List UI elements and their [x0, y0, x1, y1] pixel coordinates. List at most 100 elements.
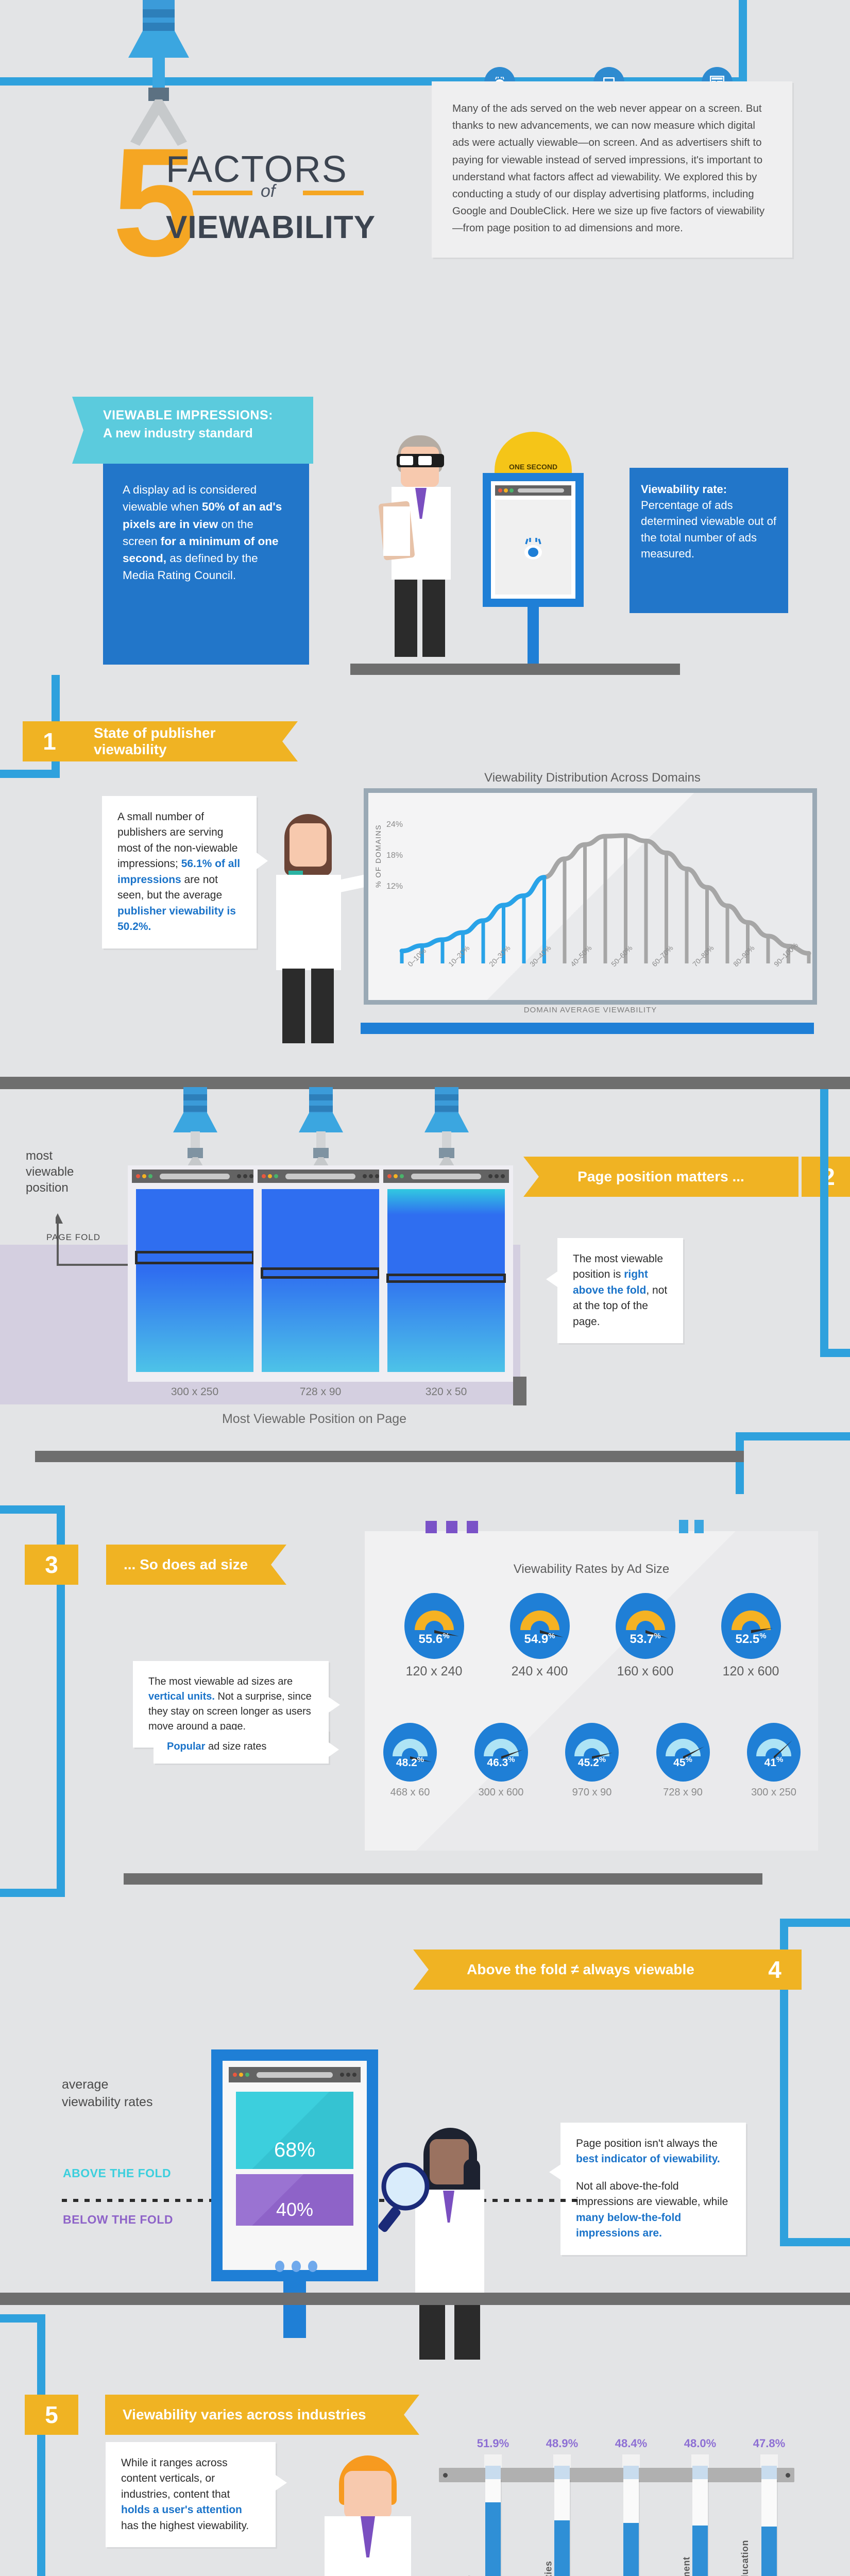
section-5-title: Viewability varies across industries: [105, 2395, 419, 2435]
position-browser-3: [379, 1165, 513, 1382]
chart-1-x-ticks: 0–10%10–20%20–30%30–40%40–50%50–60%60–70…: [392, 941, 819, 998]
gauge-item: 52.5% 120 x 600: [721, 1593, 781, 1679]
s4-callout-mid: Not all above-the-fold impressions are v…: [576, 2180, 728, 2208]
pop-gauge-value-4: 41%: [764, 1755, 784, 1769]
gauge-item: 54.9% 240 x 400: [509, 1593, 570, 1679]
magnifier-icon: [377, 2161, 439, 2241]
connector-line-4b-h: [780, 2238, 850, 2246]
tube-neck: [761, 2466, 777, 2479]
monitor-indicator-dots: [275, 2261, 317, 2272]
ground-bar-2: [0, 1077, 850, 1089]
industry-label: Jobs & Education: [740, 2530, 751, 2576]
hero-title-of: of: [261, 181, 276, 201]
ad-size-panel: [365, 1531, 818, 1851]
rate-title: Viewability rate:: [641, 483, 727, 496]
ground-bar-4: [124, 1873, 762, 1885]
industry-tube-fill: [692, 2526, 708, 2576]
industry-value: 51.9%: [477, 2437, 509, 2450]
section-5-number: 5: [25, 2395, 78, 2435]
chart-2-title: Viewability Rates by Ad Size: [513, 1562, 670, 1576]
tube-neck: [554, 2466, 570, 2479]
pop-gauge-label-0: 468 x 60: [390, 1787, 430, 1798]
connector-line-1-h: [0, 770, 60, 778]
banner-line-2: A new industry standard: [103, 426, 253, 440]
gauge-728x90: 45%: [656, 1723, 710, 1782]
section-4-number: 4: [748, 1950, 802, 1990]
pop-gauge-value-2: 45.2%: [577, 1755, 606, 1769]
ground-bar-5: [0, 2293, 850, 2305]
ad-slot-highlight-1: [135, 1251, 254, 1264]
position-browser-2: [253, 1165, 387, 1382]
gauge-label-0: 120 x 240: [405, 1664, 463, 1679]
industry-tube-fill: [761, 2527, 777, 2576]
intro-text: Many of the ads served on the web never …: [452, 103, 765, 234]
s1-callout-bold-2: publisher viewability is 50.2%.: [117, 905, 236, 933]
stopwatch-label: ONE SECOND: [508, 463, 558, 471]
industry-label: Games: [602, 2530, 613, 2576]
gauge-970x90: 45.2%: [565, 1723, 619, 1782]
industry-value: 48.9%: [546, 2437, 579, 2450]
above-fold-value: 68%: [274, 2139, 316, 2161]
chart-1-y-axis-label: % OF DOMAINS: [374, 824, 382, 888]
s2-callout-post: , not at the top of the page.: [573, 1284, 668, 1328]
panel-clip-blue-1: [679, 1520, 688, 1533]
position-browser-1: [128, 1165, 262, 1382]
gauge-label-1: 240 x 400: [511, 1664, 568, 1679]
average-viewability-label: average viewability rates: [62, 2077, 153, 2109]
page-fold-label: PAGE FOLD: [46, 1232, 101, 1242]
hero-number: 5: [112, 115, 198, 289]
pop-gauge-label-1: 300 x 600: [478, 1787, 524, 1798]
gauge-120x600: 52.5%: [721, 1593, 781, 1659]
section-1-callout-tip: [257, 853, 268, 869]
gauge-468x60: 48.2%: [383, 1723, 437, 1782]
connector-line-3-h: [0, 1505, 65, 1514]
gauge-160x600: 53.7%: [615, 1593, 675, 1659]
below-fold-value: 40%: [276, 2199, 314, 2220]
industry-tube: [485, 2479, 501, 2576]
pop-gauge-label-2: 970 x 90: [572, 1787, 612, 1798]
display-stand: [528, 607, 539, 664]
definition-bold-1: 50% of an ad's pixels are in view: [123, 500, 282, 531]
industry-label: Reference: [464, 2530, 474, 2576]
s5-callout-bold: holds a user's attention: [121, 2504, 242, 2516]
most-viewable-position-label: most viewable position: [26, 1149, 74, 1195]
industry-tube: [554, 2479, 570, 2576]
panel-clip-blue-2: [694, 1520, 704, 1533]
chart-1-x-axis-label: DOMAIN AVERAGE VIEWABILITY: [523, 1006, 657, 1014]
gauge-value-2: 53.7%: [630, 1632, 661, 1646]
s1-callout-pre: A small number of publishers are serving…: [117, 811, 238, 870]
chart-1-frame: [364, 788, 817, 1005]
section-3-title: ... So does ad size: [106, 1545, 286, 1585]
s4-callout-bold-2: many below-the-fold impressions are.: [576, 2211, 682, 2240]
s3-callout-bold: vertical units.: [148, 1691, 215, 1702]
s2-callout-bold: right above the fold: [573, 1268, 648, 1296]
header-accent-line-vertical: [739, 0, 747, 82]
definition-text-1: A display ad is considered viewable when: [123, 483, 257, 514]
chart-1-ytick-18: 18%: [386, 851, 403, 860]
s3-callout-pre: The most viewable ad sizes are: [148, 1676, 293, 1687]
gauge-300x250: 41%: [747, 1723, 801, 1782]
s5-callout-pre: While it ranges across content verticals…: [121, 2457, 230, 2500]
pop-gauge-label-4: 300 x 250: [751, 1787, 796, 1798]
s1-callout-bold-1: 56.1% of all impressions: [117, 858, 241, 886]
browser-chrome-bar-3: [383, 1170, 509, 1183]
ad-size-gauge-row-popular: 48.2% 468 x 60 46.3% 300 x 600 45.2% 970…: [383, 1723, 801, 1799]
industry-rack-row-1: 51.9%48.9%48.4%48.0%47.8% Reference Onli…: [428, 2437, 809, 2576]
section-1-number: 1: [23, 721, 76, 761]
connector-line-5-h: [0, 2314, 45, 2323]
pop-gauge-value-3: 45%: [673, 1755, 692, 1769]
connector-line-2b-v: [736, 1432, 744, 1494]
section-4-callout: Page position isn't always the best indi…: [560, 2123, 746, 2255]
popular-callout-tip: [329, 1742, 339, 1757]
scientist-illustration-3: [378, 2128, 510, 2360]
gauge-240x400: 54.9%: [509, 1593, 570, 1659]
tube-neck: [623, 2466, 639, 2479]
s1-callout-mid: are not seen, but the average: [117, 873, 223, 902]
s5-callout-post: has the highest viewability.: [121, 2519, 249, 2532]
crane-claw-header: [116, 0, 203, 206]
position-size-label-1: 300 x 250: [171, 1386, 219, 1398]
tube-cap: [553, 2454, 571, 2468]
panel-clip-left-3: [467, 1521, 478, 1533]
chart-1-plot: [399, 809, 811, 963]
definition-text-3: as defined by the Media Rating Council.: [123, 552, 258, 582]
